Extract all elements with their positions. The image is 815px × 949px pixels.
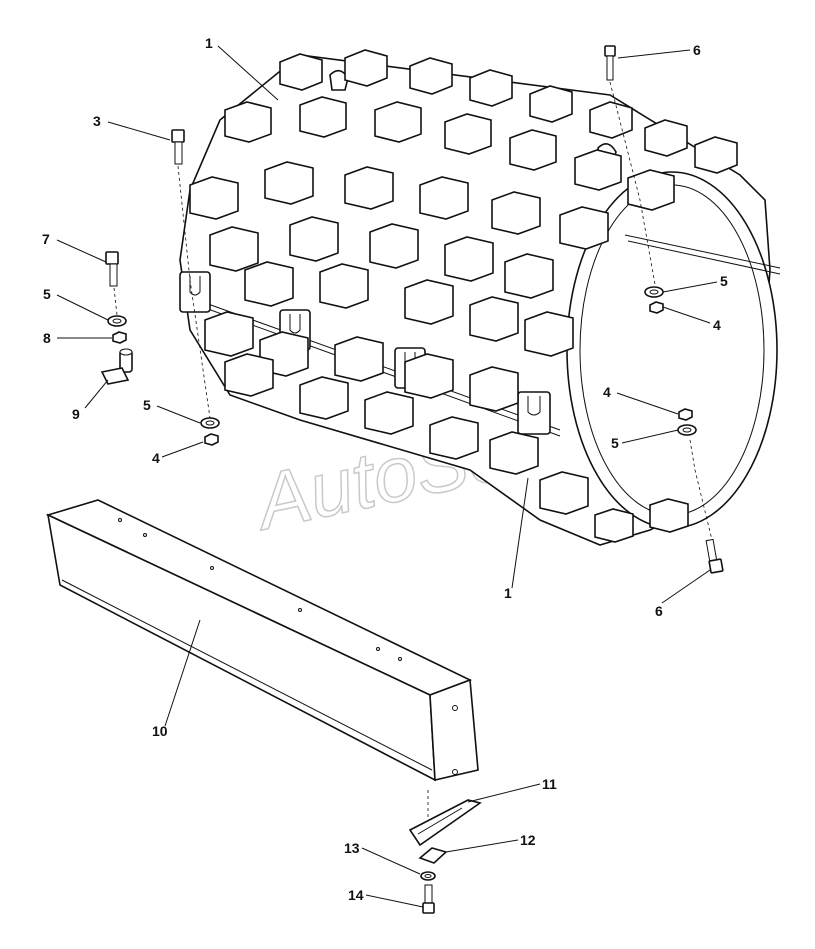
callout-4-left: 4 — [152, 450, 160, 466]
nut-right-upper — [649, 301, 664, 314]
callout-14: 14 — [348, 887, 364, 903]
pad-row-5 — [244, 261, 574, 357]
callout-3: 3 — [93, 113, 101, 129]
callout-6-bottom: 6 — [655, 603, 663, 619]
leader-lines — [56, 45, 718, 908]
callout-5-right-lower: 5 — [611, 435, 619, 451]
callout-6-top: 6 — [693, 42, 701, 58]
bolt-14 — [422, 884, 435, 914]
pad-row-7 — [224, 353, 589, 515]
flange-tab — [517, 391, 551, 435]
nut-right-lower — [678, 408, 693, 421]
bolt-bottom-right — [705, 538, 724, 574]
callout-7: 7 — [42, 231, 50, 247]
callout-4-right-lower: 4 — [603, 384, 611, 400]
bolt-7 — [105, 251, 119, 316]
pad-row-6 — [204, 311, 519, 412]
bracket-9 — [100, 348, 133, 385]
callout-9: 9 — [72, 406, 80, 422]
callout-1-bottom: 1 — [504, 585, 512, 601]
callout-5-left: 5 — [143, 397, 151, 413]
flange-tab — [179, 271, 211, 313]
pad-row-8 — [594, 498, 689, 543]
scraper-blade-11 — [408, 799, 482, 847]
padfoot-drum-shell — [179, 49, 781, 546]
scraper-beam — [45, 499, 479, 820]
pad-row-4 — [209, 216, 554, 299]
bolt-top-right — [604, 45, 657, 291]
pad-row-1 — [279, 49, 738, 174]
callout-1-top: 1 — [205, 35, 213, 51]
callout-5-right-upper: 5 — [720, 273, 728, 289]
bolt-3 — [171, 129, 211, 419]
callout-13: 13 — [344, 840, 360, 856]
callout-11: 11 — [542, 776, 557, 792]
nut-left — [204, 433, 219, 446]
pad-row-3 — [189, 161, 609, 250]
callout-4-right-upper: 4 — [713, 317, 721, 333]
callout-5-left-upper: 5 — [43, 286, 51, 302]
pad-row-2 — [224, 96, 675, 211]
callout-10: 10 — [152, 723, 168, 739]
callout-8: 8 — [43, 330, 51, 346]
nut-8 — [112, 331, 127, 344]
plate-12 — [418, 847, 448, 864]
callout-12: 12 — [520, 832, 536, 848]
callouts: 1 1 3 6 6 7 5 8 9 5 4 5 4 4 5 10 11 12 1… — [42, 35, 728, 903]
